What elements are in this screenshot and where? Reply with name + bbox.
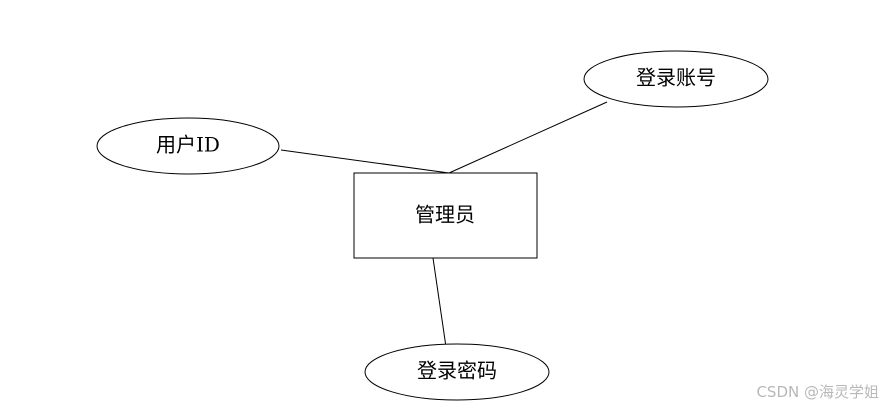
attribute-user-id[interactable]: 用户ID [96,117,280,175]
attribute-label: 登录账号 [636,66,716,90]
attribute-ellipse [583,50,769,108]
connector-login-account [448,101,608,174]
attribute-label: 用户ID [156,133,220,157]
connector-lines [280,101,608,348]
attribute-login-password[interactable]: 登录密码 [364,343,550,401]
entity-admin[interactable]: 管理员 [353,172,538,259]
attribute-label: 登录密码 [417,359,497,383]
connector-login-password [432,257,447,348]
attribute-ellipse [96,117,280,175]
entity-label: 管理员 [415,203,475,227]
attribute-login-account[interactable]: 登录账号 [583,50,769,108]
attribute-ellipse [364,343,550,401]
entity-box [353,172,538,259]
watermark: CSDN @海灵学姐 [756,383,879,401]
connector-user-id [280,149,450,174]
